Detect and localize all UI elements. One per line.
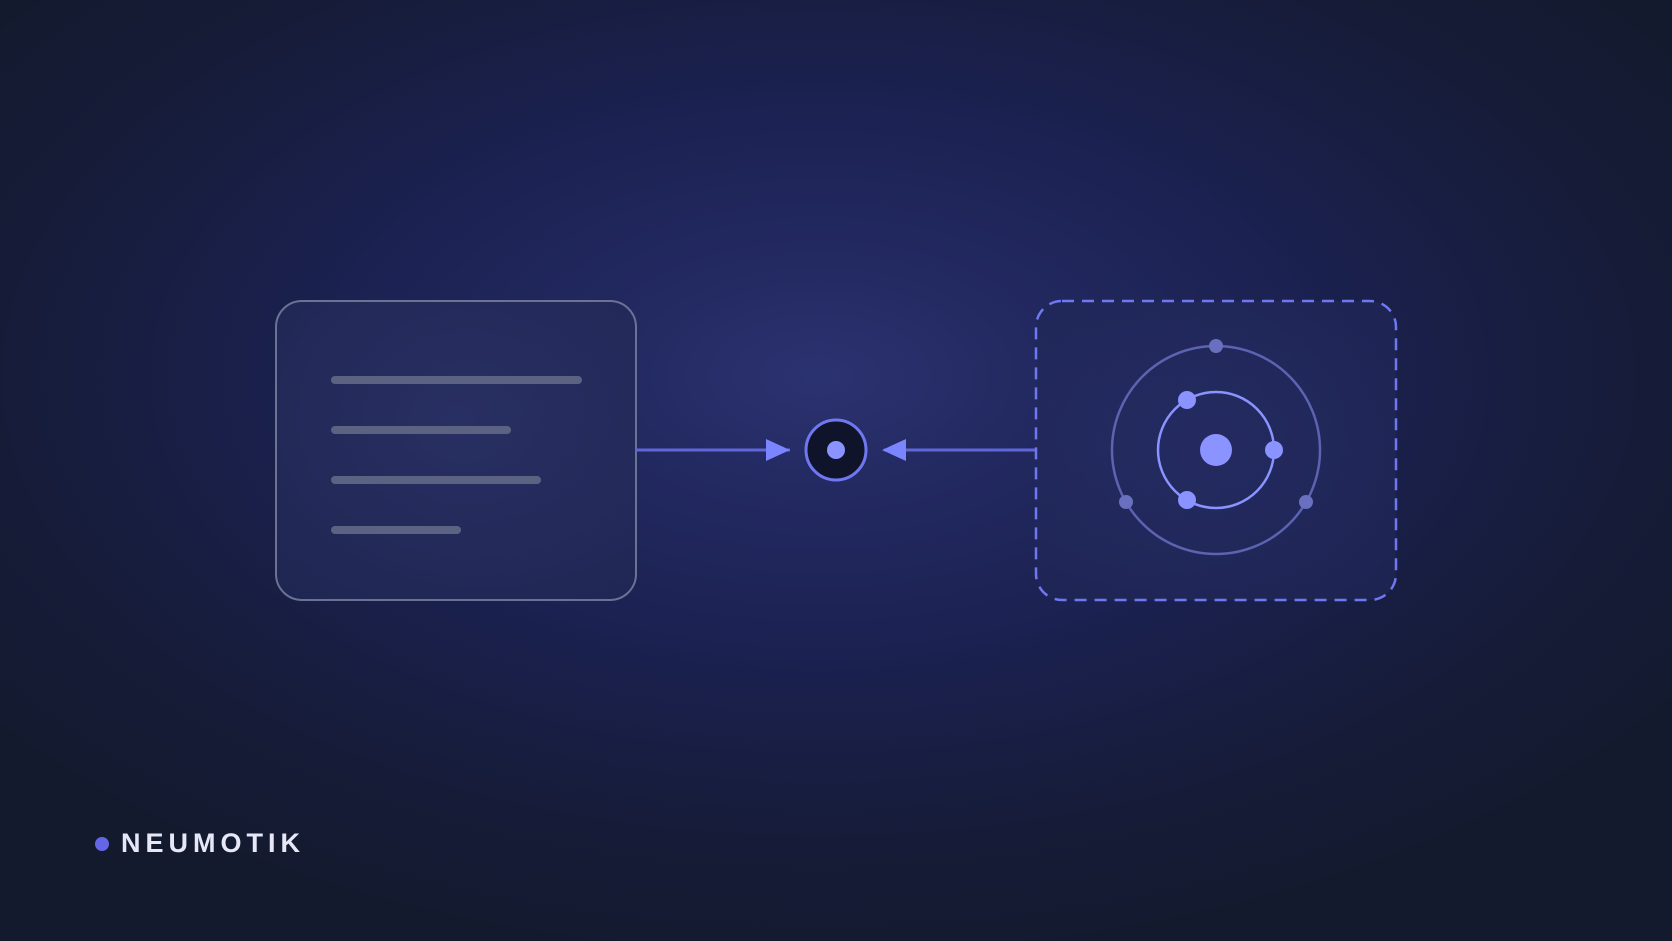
- brand-logo: NEUMOTIK: [95, 828, 305, 859]
- source-document-panel: [275, 300, 637, 601]
- outer-node: [1209, 339, 1223, 353]
- brand-name: NEUMOTIK: [121, 828, 305, 858]
- outer-node: [1119, 495, 1133, 509]
- arrow-right-icon: [766, 439, 790, 461]
- inner-node: [1178, 491, 1196, 509]
- inner-node: [1265, 441, 1283, 459]
- target-network-panel: [1034, 299, 1398, 602]
- hub-node: [804, 418, 868, 482]
- nucleus: [1200, 434, 1232, 466]
- inner-node: [1178, 391, 1196, 409]
- brand-dot-icon: [95, 836, 109, 851]
- arrow-left-icon: [882, 439, 906, 461]
- connector: [636, 418, 1036, 482]
- orbit-icon: [1110, 339, 1322, 556]
- outer-node: [1299, 495, 1313, 509]
